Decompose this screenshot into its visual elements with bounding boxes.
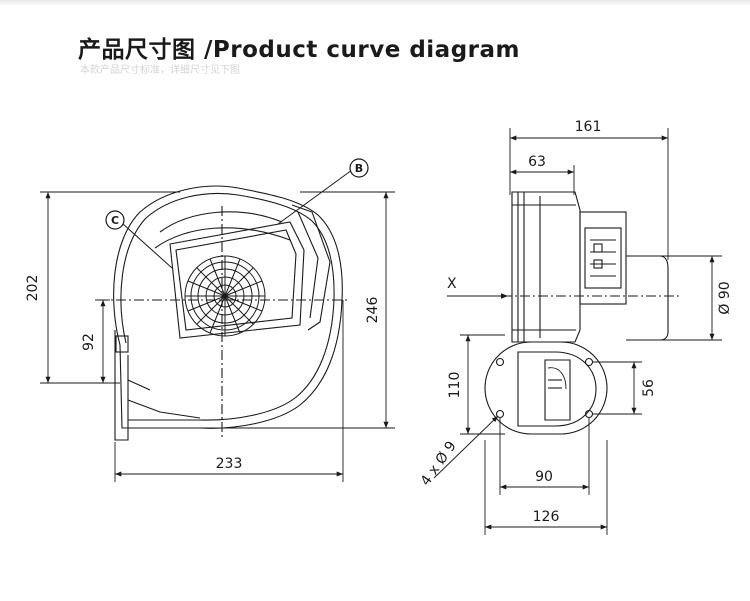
outlet-flange: [291, 204, 331, 331]
flange-opening: [517, 351, 597, 427]
mounting-foot: [114, 330, 129, 441]
callout-b-label: B: [355, 162, 363, 175]
mount-hole: [495, 409, 505, 419]
mount-hole: [495, 357, 505, 367]
dim-161: 161: [575, 119, 602, 135]
side-view: [466, 191, 680, 343]
flange-plate: [484, 341, 608, 435]
axis-marker-x: X: [447, 276, 457, 292]
front-dimensions: [40, 191, 395, 482]
motor-cylinder: [626, 255, 669, 341]
callout-c-label: C: [111, 214, 119, 227]
callout-c: C: [105, 210, 173, 269]
page-subtitle: 本款产品尺寸标准，详细尺寸见下图: [80, 65, 240, 76]
side-housing: [511, 191, 581, 343]
dim-202: 202: [25, 275, 41, 302]
connector-block: [579, 211, 627, 305]
dim-90-flange: 90: [535, 469, 553, 485]
callout-b: B: [277, 158, 369, 225]
flange-view: [484, 341, 608, 435]
dim-126: 126: [533, 509, 560, 525]
front-view: [98, 185, 350, 441]
page-title: 产品尺寸图 /Product curve diagram: [78, 37, 520, 63]
dim-diameter-90: Ø 90: [717, 281, 733, 314]
dim-56: 56: [641, 379, 657, 397]
side-dimensions: [509, 128, 722, 341]
flange-dimensions: [433, 334, 642, 535]
dim-63: 63: [528, 154, 546, 170]
dim-holes-4x9: 4 x Ø 9: [418, 438, 460, 489]
volute-housing: [113, 185, 343, 429]
dim-92: 92: [81, 333, 97, 351]
header-rule: [0, 0, 750, 6]
dim-110: 110: [447, 372, 463, 399]
dim-246: 246: [365, 297, 381, 324]
dim-233: 233: [216, 456, 243, 472]
mount-hole: [584, 357, 594, 367]
impeller: [184, 255, 266, 337]
